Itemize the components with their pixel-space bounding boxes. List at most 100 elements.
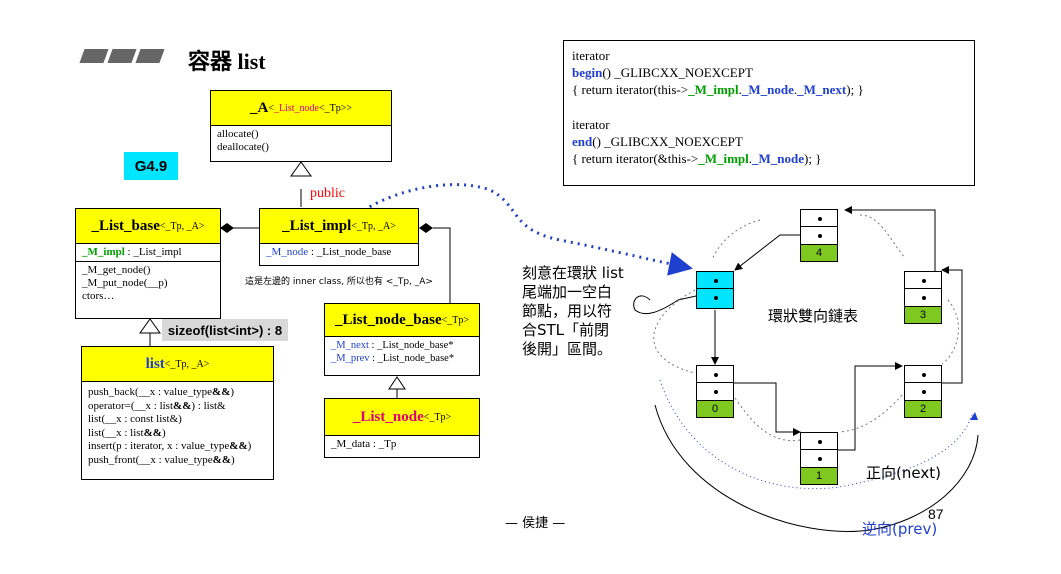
- page-number: 87: [928, 506, 944, 522]
- list-class-methods: push_back(__x : value_type&&) operator=(…: [82, 382, 273, 469]
- code-begin-return: iterator: [572, 48, 610, 63]
- ring-node-1: 1: [800, 432, 838, 485]
- backward-direction-arc: [654, 404, 979, 532]
- tail-node: [696, 271, 734, 309]
- list-node-base-class-box: _List_node_base<_Tp> _M_next : _List_nod…: [324, 303, 480, 376]
- list-base-methods: _M_get_node() _M_put_node(__p) ctors…: [76, 262, 220, 305]
- pointer-dot-icon: [714, 279, 718, 283]
- list-impl-members: _M_node : _List_node_base: [260, 244, 418, 261]
- code-begin-body: { return iterator(this->_M_impl._M_node.…: [572, 82, 864, 97]
- note-callout-curve: [633, 295, 679, 315]
- footer-author: — 侯捷 —: [505, 516, 566, 531]
- list-class-header: list<_Tp, _A>: [82, 347, 273, 382]
- list-class-box: list<_Tp, _A> push_back(__x : value_type…: [81, 346, 274, 480]
- pointer-dot-icon: [714, 390, 718, 394]
- list-base-header: _List_base<_Tp, _A>: [76, 209, 220, 244]
- list-node-members: _M_data : _Tp: [325, 436, 479, 453]
- pointer-dot-icon: [818, 234, 822, 238]
- list-node-base-members: _M_next : _List_node_base* _M_prev : _Li…: [325, 337, 479, 367]
- list-impl-template: <_Tp, _A>: [351, 220, 396, 232]
- public-label: public: [310, 186, 345, 201]
- list-node-name: _List_node: [352, 408, 424, 425]
- allocator-class-box: _A<_List_node<_Tp>> allocate() deallocat…: [210, 90, 392, 162]
- list-node-base-member: _M_prev : _List_node_base*: [331, 353, 455, 364]
- pointer-dot-icon: [818, 457, 822, 461]
- composition-line-impl-nodebase: [433, 227, 451, 303]
- page-title: 容器 list: [188, 49, 266, 74]
- pointer-dot-icon: [922, 373, 926, 377]
- allocator-method: allocate(): [217, 128, 259, 140]
- pointer-dot-icon: [818, 217, 822, 221]
- list-node-base-template: <_Tp>: [441, 314, 470, 326]
- inherit-triangle-alloc: [290, 161, 312, 177]
- list-base-member-type: : _List_impl: [124, 246, 182, 258]
- composition-diamond-right: [419, 223, 433, 233]
- list-node-member: _M_data : _Tp: [331, 438, 397, 450]
- ring-node-2: 2: [904, 365, 942, 418]
- list-base-name: _List_base: [91, 217, 160, 234]
- version-tag: G4.9: [124, 152, 178, 180]
- list-method: operator=(__x : list&&) : list&: [88, 399, 226, 412]
- list-method: push_front(__x : value_type&&): [88, 453, 235, 466]
- forward-direction-label: 正向(next): [866, 464, 941, 482]
- list-impl-member-type: : _List_node_base: [308, 246, 392, 258]
- allocator-template-open: <: [268, 102, 274, 114]
- list-method: list(__x : const list&): [88, 413, 182, 425]
- list-impl-note: 這是左邊的 inner class, 所以也有 <_Tp, _A>: [245, 277, 433, 287]
- ring-node-0: 0: [696, 365, 734, 418]
- pointer-dot-icon: [922, 279, 926, 283]
- code-end-return: iterator: [572, 117, 610, 132]
- list-base-class-box: _List_base<_Tp, _A> _M_impl : _List_impl…: [75, 208, 221, 319]
- inherit-triangle-node: [388, 376, 406, 390]
- composition-diamond-left: [220, 223, 234, 233]
- design-note: 刻意在環狀 list 尾端加一空白 節點，用以符 合STL「前閉 後開」區間。: [522, 264, 634, 359]
- pointer-dot-icon: [818, 440, 822, 444]
- pointer-dot-icon: [922, 296, 926, 300]
- list-base-method: _M_put_node(__p): [82, 277, 168, 289]
- design-note-line: 後開」區間。: [522, 340, 613, 358]
- code-begin-signature: begin() _GLIBCXX_NOEXCEPT: [572, 65, 753, 80]
- list-class-template: <_Tp, _A>: [164, 358, 210, 370]
- list-node-header: _List_node<_Tp>: [325, 399, 479, 436]
- list-node-base-header: _List_node_base<_Tp>: [325, 304, 479, 337]
- pointer-dot-icon: [714, 373, 718, 377]
- design-note-line: 合STL「前閉: [522, 321, 610, 339]
- ring-node-label: 1: [800, 468, 838, 485]
- design-note-line: 節點，用以符: [522, 302, 613, 320]
- ring-arrow-3-to-4: [844, 206, 936, 271]
- ring-arrow-2-to-3: [940, 266, 963, 384]
- code-snippet-box: iterator begin() _GLIBCXX_NOEXCEPT { ret…: [563, 40, 975, 186]
- list-node-class-box: _List_node<_Tp> _M_data : _Tp: [324, 398, 480, 458]
- allocator-template-inner: _List_node: [273, 102, 319, 114]
- list-impl-class-box: _List_impl<_Tp, _A> _M_node : _List_node…: [259, 208, 419, 266]
- backward-direction-label: 逆向(prev): [862, 520, 938, 538]
- allocator-methods: allocate() deallocate(): [211, 126, 391, 156]
- sizeof-label: sizeof(list<int>) : 8: [162, 319, 288, 341]
- allocator-template-rest: <_Tp>>: [318, 102, 352, 114]
- ring-node-label: 3: [904, 307, 942, 324]
- list-method: push_back(__x : value_type&&): [88, 386, 235, 398]
- pointer-dot-icon: [714, 296, 718, 300]
- design-note-line: 刻意在環狀 list: [522, 264, 624, 282]
- ring-node-label: 2: [904, 401, 942, 418]
- list-base-member-name: _M_impl: [82, 246, 125, 258]
- ring-label: 環狀雙向鏈表: [768, 307, 859, 325]
- ring-node-label: 4: [800, 245, 838, 262]
- allocator-method: deallocate(): [217, 141, 269, 153]
- ring-node-3: 3: [904, 271, 942, 324]
- pointer-dot-icon: [922, 390, 926, 394]
- list-impl-header: _List_impl<_Tp, _A>: [260, 209, 418, 244]
- list-base-members: _M_impl : _List_impl: [76, 244, 220, 262]
- list-base-method: ctors…: [82, 290, 115, 302]
- list-method: list(__x : list&&): [88, 426, 166, 439]
- allocator-class-header: _A<_List_node<_Tp>>: [211, 91, 391, 126]
- list-impl-name: _List_impl: [282, 217, 352, 234]
- list-node-base-name: _List_node_base: [334, 311, 442, 328]
- ring-node-4: 4: [800, 209, 838, 262]
- allocator-class-name: _A: [249, 99, 269, 116]
- ring-arrow-1-to-2: [838, 362, 903, 451]
- list-impl-member-name: _M_node: [266, 246, 309, 258]
- list-node-template: <_Tp>: [423, 411, 452, 423]
- inherit-triangle-list: [139, 318, 161, 334]
